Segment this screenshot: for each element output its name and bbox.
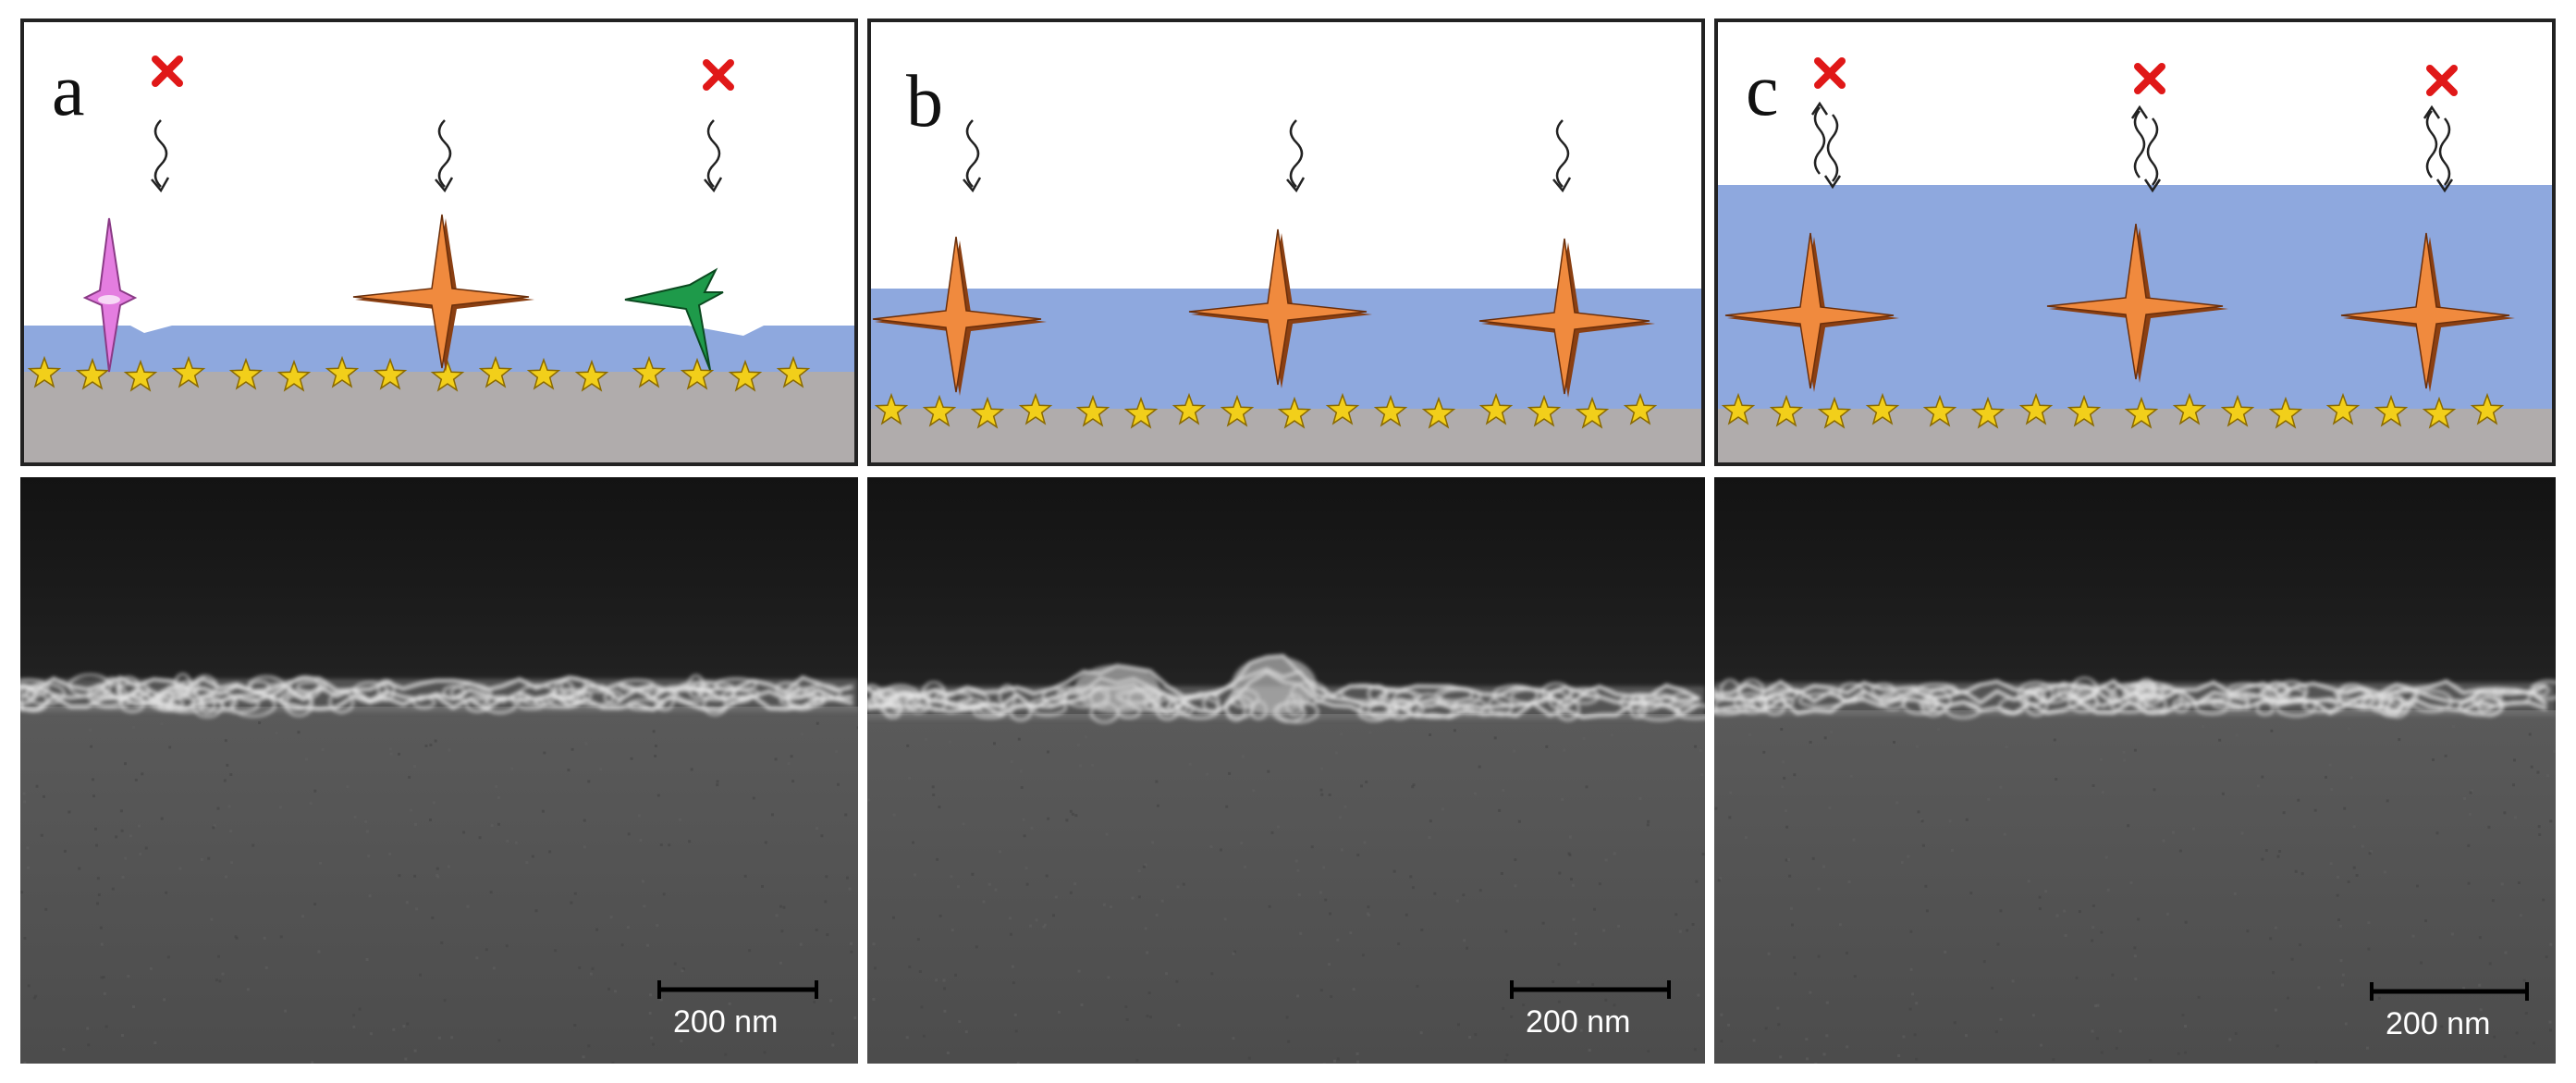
- gold-star: [1325, 392, 1360, 425]
- wavy-arrow-icon: [2130, 105, 2162, 193]
- panel-c-sem-image: 200 nm: [1714, 477, 2556, 1064]
- gold-star: [75, 357, 110, 390]
- orange-star-molecule: [1188, 228, 1372, 388]
- panel-label: b: [906, 61, 943, 142]
- pink-molecule: [82, 217, 138, 373]
- surface-stars: [27, 355, 811, 392]
- gold-star: [373, 357, 408, 390]
- gold-star: [1171, 392, 1207, 425]
- surface-stars: [874, 392, 1658, 429]
- gold-star: [1865, 392, 1900, 425]
- gold-star: [1527, 394, 1562, 427]
- gold-star: [2124, 396, 2159, 429]
- panel-label: c: [1746, 50, 1779, 131]
- gold-star: [632, 355, 667, 388]
- surface-stars: [1721, 392, 2505, 429]
- gold-star: [1018, 392, 1053, 425]
- gold-star: [2374, 394, 2409, 427]
- gold-star: [922, 394, 957, 427]
- gold-star: [574, 359, 609, 392]
- panel-a-sem-image: 200 nm: [20, 477, 858, 1064]
- orange-star-molecule: [872, 236, 1047, 396]
- gold-star: [2268, 396, 2303, 429]
- red-x-icon: [2426, 65, 2458, 96]
- gold-star: [2067, 394, 2102, 427]
- orange-star-molecule: [2340, 232, 2515, 392]
- gold-star: [2325, 392, 2361, 425]
- gold-star: [776, 355, 811, 388]
- gold-star: [970, 396, 1005, 429]
- gold-star: [171, 355, 206, 388]
- gold-star: [1123, 396, 1159, 429]
- gold-star: [478, 355, 513, 388]
- panel-b-sem-image: 200 nm: [867, 477, 1705, 1064]
- gold-star: [1721, 392, 1756, 425]
- panel-b-schematic: b: [867, 18, 1705, 466]
- red-x-icon: [703, 59, 734, 91]
- orange-star-molecule: [1724, 232, 1899, 392]
- gold-star: [2018, 392, 2054, 425]
- sem-drawing: [1714, 477, 2556, 1064]
- gold-star: [2220, 394, 2255, 427]
- sem-drawing: [20, 477, 858, 1064]
- gold-star: [1769, 394, 1804, 427]
- wavy-arrow-icon: [1286, 119, 1306, 193]
- panel-a-schematic: a: [20, 18, 858, 466]
- scale-bar-label: 200 nm: [2386, 1006, 2491, 1041]
- gold-star: [2470, 392, 2505, 425]
- gold-star: [728, 359, 763, 392]
- gold-star: [2422, 396, 2457, 429]
- gold-star: [123, 359, 158, 392]
- gold-star: [1575, 396, 1610, 429]
- gold-star: [680, 357, 715, 390]
- gold-star: [430, 359, 465, 392]
- gold-star: [526, 357, 561, 390]
- gold-star: [1478, 392, 1514, 425]
- orange-star-molecule: [2046, 223, 2228, 383]
- gold-star: [27, 355, 62, 388]
- wavy-arrow-icon: [963, 119, 982, 193]
- scale-bar-label: 200 nm: [1526, 1004, 1631, 1040]
- gold-star: [2172, 392, 2207, 425]
- gold-star: [1277, 396, 1312, 429]
- gold-star: [228, 357, 264, 390]
- red-x-icon: [152, 55, 183, 87]
- substrate: [871, 409, 1701, 462]
- gold-star: [1421, 396, 1456, 429]
- gold-star: [874, 392, 909, 425]
- sem-drawing: [867, 477, 1705, 1064]
- orange-star-molecule: [352, 214, 534, 372]
- gold-star: [1373, 394, 1408, 427]
- gold-star: [1220, 394, 1255, 427]
- panel-c-schematic: c: [1714, 18, 2556, 466]
- wavy-arrow-icon: [435, 119, 454, 193]
- red-x-icon: [1814, 57, 1846, 89]
- scale-bar-label: 200 nm: [673, 1004, 779, 1040]
- gold-star: [1970, 396, 2006, 429]
- panel-c-drawing: [1718, 57, 2552, 462]
- panel-label: a: [52, 50, 85, 131]
- wavy-arrow-icon: [1552, 119, 1572, 193]
- wavy-arrow-icon: [151, 119, 170, 193]
- gold-star: [276, 359, 312, 392]
- green-molecule: [624, 267, 724, 371]
- wavy-arrow-icon: [704, 119, 723, 193]
- wavy-arrow-icon: [2423, 105, 2454, 193]
- wavy-arrow-icon: [1810, 101, 1842, 190]
- panel-b-drawing: [871, 119, 1701, 462]
- panel-a-drawing: [24, 55, 854, 462]
- gold-star: [1817, 396, 1852, 429]
- gold-star: [1922, 394, 1957, 427]
- gold-star: [1075, 394, 1110, 427]
- gold-star: [1623, 392, 1658, 425]
- gold-star: [325, 355, 360, 388]
- red-x-icon: [2134, 63, 2165, 94]
- orange-star-molecule: [1478, 238, 1655, 398]
